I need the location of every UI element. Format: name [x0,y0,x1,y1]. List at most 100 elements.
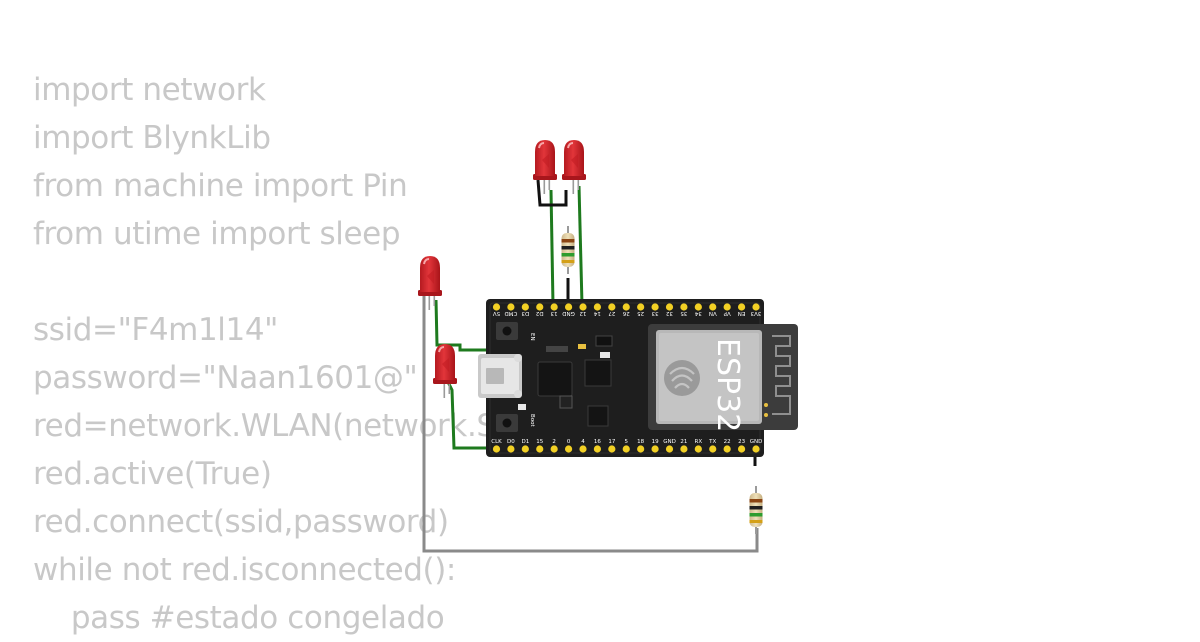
header-pin [694,303,702,311]
wire-green [549,189,555,306]
header-pin [752,303,760,311]
header-pin [680,445,688,453]
code-line: red.active(True) [33,456,272,492]
header-pin [593,445,602,453]
header-pin [507,445,515,453]
pin-label-top: EN [738,310,746,316]
pin-label-bottom: 4 [581,439,585,445]
pin-label-bottom: 15 [536,439,543,445]
resistor [749,486,763,534]
pin-label-top: 32 [666,310,673,316]
regulator-chip [584,359,612,387]
pin-label-top: 26 [622,310,629,316]
pin-label-top: 3V3 [750,310,761,316]
resistor [561,226,575,274]
espressif-logo [664,360,700,396]
header-pin [651,303,659,311]
header-pin [622,445,630,453]
header-pin [709,303,717,311]
pin-label-bottom: D1 [521,439,529,445]
header-pin [564,445,573,453]
pin-header-bottom [492,445,760,453]
header-pin [593,303,602,311]
code-line: import network [33,72,266,108]
en-button-label: EN [529,333,535,341]
wire-green [577,185,584,306]
header-pin [752,445,760,453]
pin-label-bottom: 23 [738,439,745,445]
pin-label-bottom: GND [663,439,676,445]
code-line: ssid="F4m1l14" [33,312,279,348]
header-pin [579,445,587,453]
esp32-module: ESP32 [648,324,798,432]
header-pin [737,445,746,453]
code-listing: import network import BlynkLib from mach… [33,66,496,642]
pin-label-bottom: D0 [507,439,515,445]
pin-label-top: VN [709,310,717,316]
pin-label-bottom: 2 [552,439,556,445]
boot-button[interactable]: Boot [496,414,535,432]
header-pin [709,445,717,453]
header-pin [665,445,674,453]
pin-label-top: VP [723,310,731,316]
pin-label-top: 13 [550,310,557,316]
pin-label-bottom: GND [750,439,763,445]
header-pin [550,303,558,311]
header-pin [507,303,515,311]
pin-label-bottom: 19 [652,439,659,445]
code-line: while not red.isconnected(): [33,552,456,588]
header-pin [651,445,659,453]
header-pin [492,445,501,453]
code-line: red.connect(ssid,password) [33,504,449,540]
pin-label-top: 27 [608,310,615,316]
wire-black [536,179,568,207]
pin-label-bottom: 16 [594,439,601,445]
header-pin [723,445,731,453]
header-pin [536,303,544,311]
pin-label-bottom: TX [708,439,716,445]
header-pin [608,303,616,311]
en-button[interactable]: EN [496,322,535,341]
pin-label-top: 12 [580,310,587,316]
pin-label-top: 33 [651,310,658,316]
pin-label-bottom: 22 [724,439,731,445]
code-line: import BlynkLib [33,120,271,156]
led-red [417,255,443,311]
pin-label-top: 34 [694,310,701,316]
usb-uart-chip [537,361,573,397]
pin-label-top: 5V [493,310,500,316]
header-pin [550,445,558,453]
header-pin [521,303,529,311]
header-pin [521,445,529,453]
code-line: from utime import sleep [33,216,401,252]
header-pin [680,303,688,311]
header-pin [723,303,731,311]
header-pin [665,303,674,311]
module-label: ESP32 [710,338,745,432]
header-pin [579,303,587,311]
antenna-trace [772,335,791,415]
header-pin [737,303,746,311]
pin-header-top [492,303,760,311]
pin-label-top: 25 [637,310,644,316]
led-red [561,139,587,195]
pin-label-top: 14 [593,310,600,316]
code-line: password="Naan1601@" [33,360,418,396]
usb-connector [478,354,522,398]
pin-label-bottom: CLK [491,439,502,445]
pin-label-bottom: 17 [608,439,615,445]
code-line: from machine import Pin [33,168,408,204]
header-pin [637,303,645,311]
header-pin [564,303,573,311]
pin-label-top: CMD [505,310,518,316]
pin-label-top: D2 [536,310,544,316]
header-pin [622,303,630,311]
header-pin [536,445,544,453]
header-pin [492,303,501,311]
pin-label-top: 35 [680,310,687,316]
code-line: red=network.WLAN(network.S [33,408,496,444]
